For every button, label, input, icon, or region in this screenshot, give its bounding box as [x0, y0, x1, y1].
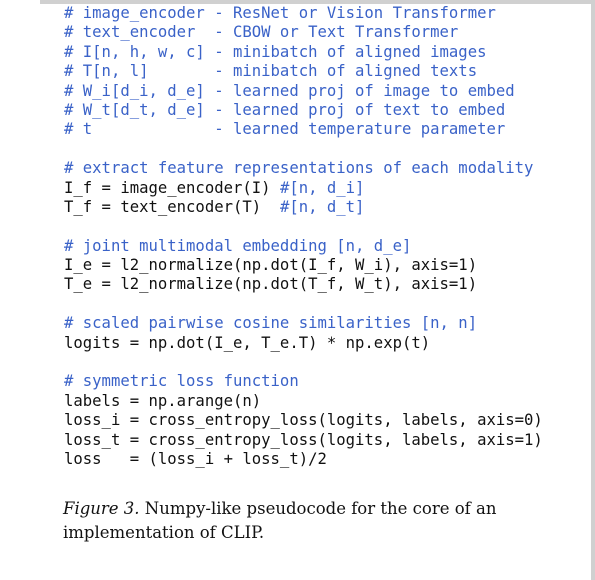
code-line-comment: # scaled pairwise cosine similarities [n…	[64, 314, 478, 333]
code-line-comment: # joint multimodal embedding [n, d_e]	[64, 236, 412, 255]
code-line-comment: # W_i[d_i, d_e] - learned proj of image …	[64, 81, 515, 100]
code-line-comment: # t - learned temperature parameter	[64, 120, 506, 139]
code-line-text-embedding: T_e = l2_normalize(np.dot(T_f, W_t), axi…	[64, 275, 478, 294]
code-line-loss-i: loss_i = cross_entropy_loss(logits, labe…	[64, 411, 543, 430]
code-line-labels: labels = np.arange(n)	[64, 391, 262, 410]
code-line-comment: # image_encoder - ResNet or Vision Trans…	[64, 4, 496, 22]
code-line-blank	[64, 353, 584, 372]
code-line-comment: # extract feature representations of eac…	[64, 159, 534, 178]
caption-text: Numpy-like pseudocode for the core of an…	[63, 499, 497, 542]
scan-edge-right	[591, 0, 595, 580]
scan-edge-top	[40, 0, 595, 4]
code-line-blank	[64, 140, 584, 159]
pseudocode-block: # image_encoder - ResNet or Vision Trans…	[64, 4, 584, 469]
code-line-comment: # W_t[d_t, d_e] - learned proj of text t…	[64, 100, 506, 119]
code-line-blank	[64, 295, 584, 314]
code-line-image-features: I_f = image_encoder(I) #[n, d_i]	[64, 179, 584, 198]
code-text: T_f = text_encoder(T)	[64, 197, 280, 216]
figure-label: Figure 3.	[63, 499, 140, 518]
code-line-blank	[64, 217, 584, 236]
code-line-logits: logits = np.dot(I_e, T_e.T) * np.exp(t)	[64, 333, 431, 352]
code-line-text-features: T_f = text_encoder(T) #[n, d_t]	[64, 198, 584, 217]
code-line-loss: loss = (loss_i + loss_t)/2	[64, 449, 327, 468]
code-line-comment: # T[n, l] - minibatch of aligned texts	[64, 62, 478, 81]
code-line-image-embedding: I_e = l2_normalize(np.dot(I_f, W_i), axi…	[64, 256, 478, 275]
code-line-comment: # symmetric loss function	[64, 372, 299, 391]
inline-comment: #[n, d_t]	[279, 197, 365, 216]
code-line-loss-t: loss_t = cross_entropy_loss(logits, labe…	[64, 430, 543, 449]
code-line-comment: # text_encoder - CBOW or Text Transforme…	[64, 23, 459, 42]
figure-caption: Figure 3. Numpy-like pseudocode for the …	[63, 497, 573, 545]
inline-comment: #[n, d_i]	[279, 178, 365, 197]
code-text: I_f = image_encoder(I)	[64, 178, 280, 197]
code-line-comment: # I[n, h, w, c] - minibatch of aligned i…	[64, 42, 487, 61]
